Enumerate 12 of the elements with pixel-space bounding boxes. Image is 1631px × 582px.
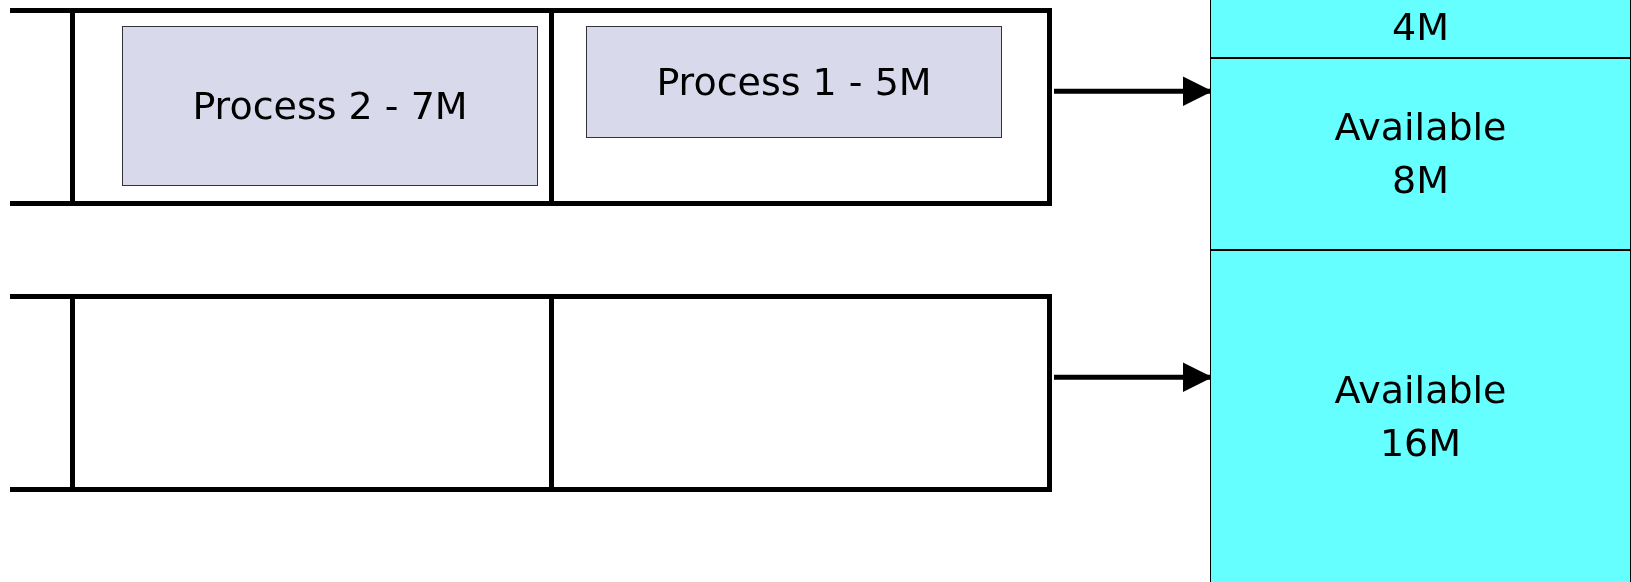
memory-block <box>1210 0 1631 58</box>
node-label: Available 16M <box>1334 367 1507 465</box>
node-label: Available 8M <box>1334 104 1507 202</box>
process-box <box>122 26 538 186</box>
memory-block <box>1210 58 1631 250</box>
node-label: 4M <box>1392 5 1449 50</box>
node-label: Process 2 - 7M <box>192 83 468 128</box>
memory-block <box>1210 250 1631 582</box>
process-box <box>586 26 1002 138</box>
queue-box <box>10 294 1052 492</box>
queue-box <box>10 8 1052 206</box>
node-label: Process 1 - 5M <box>656 59 932 104</box>
